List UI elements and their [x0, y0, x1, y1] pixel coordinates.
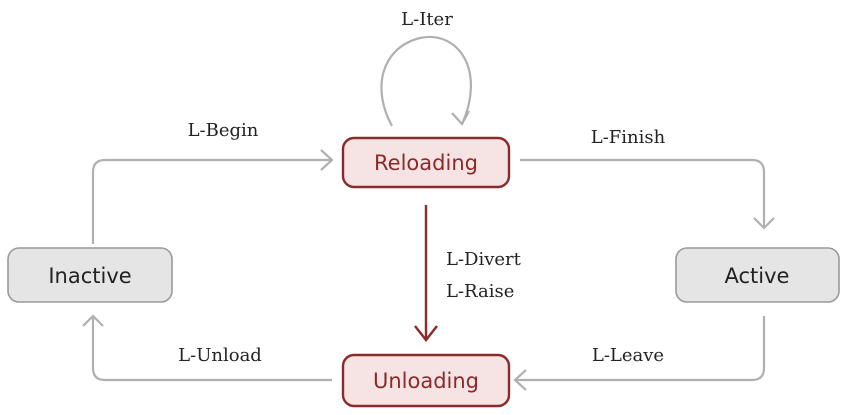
label-leave: L-Leave — [592, 345, 664, 366]
state-unloading-label: Unloading — [373, 369, 479, 393]
state-reloading-box — [341, 136, 511, 189]
label-unload: L-Unload — [178, 345, 262, 366]
edge-leave — [515, 316, 766, 382]
edge-iter-arrowhead — [451, 110, 470, 126]
state-active-box — [675, 247, 840, 303]
state-reloading: Reloading — [341, 136, 511, 189]
state-inactive-label: Inactive — [48, 264, 131, 288]
label-raise: L-Raise — [446, 281, 514, 302]
edge-unload — [91, 316, 332, 382]
state-inactive: Inactive — [7, 247, 173, 303]
state-reloading-label: Reloading — [374, 151, 478, 175]
state-unloading: Unloading — [341, 353, 511, 408]
edge-finish — [520, 158, 766, 228]
edge-begin — [91, 158, 332, 244]
label-divert: L-Divert — [446, 249, 522, 270]
edge-begin-arrowhead — [320, 149, 334, 171]
label-finish: L-Finish — [591, 127, 666, 148]
edge-leave-arrowhead — [513, 369, 527, 391]
state-active: Active — [675, 247, 840, 303]
state-active-label: Active — [725, 264, 790, 288]
label-iter: L-Iter — [401, 9, 453, 30]
edge-finish-arrowhead — [753, 217, 775, 230]
state-inactive-box — [7, 247, 173, 303]
edge-iter-loop — [380, 35, 472, 127]
label-begin: L-Begin — [188, 120, 259, 141]
state-unloading-box — [341, 353, 511, 408]
edge-unload-arrowhead — [82, 314, 104, 327]
edge-divert-raise-arrowhead — [414, 325, 438, 342]
